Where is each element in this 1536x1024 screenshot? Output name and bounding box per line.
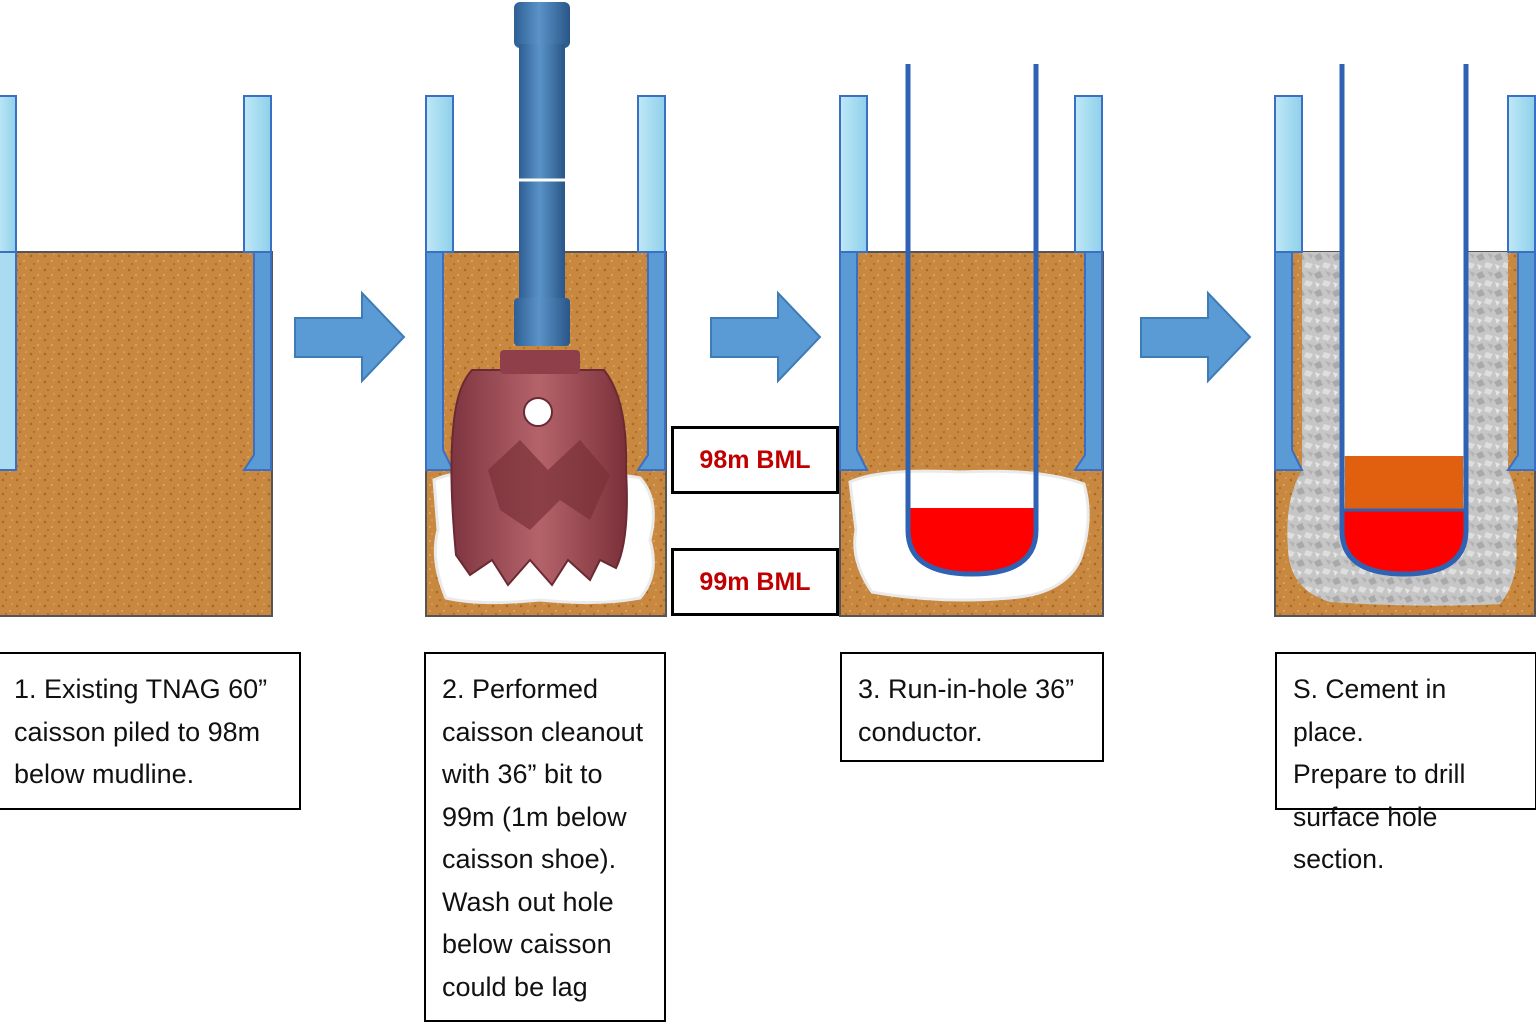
- arrow-right-icon: [1140, 290, 1252, 384]
- step-3-caption: 3. Run-in-hole 36” conductor.: [840, 652, 1104, 762]
- conductor-pipe: [1339, 64, 1469, 577]
- caisson-shoe-left: [425, 251, 455, 471]
- caisson-wall-right: [637, 95, 666, 253]
- conductor-shoe: [1342, 510, 1466, 574]
- caisson-wall-left: [425, 95, 454, 253]
- arrow-right-icon: [710, 290, 822, 384]
- caisson-wall-left: [1274, 95, 1303, 253]
- step-1-panel: [0, 95, 273, 617]
- caisson-shoe-right: [1506, 251, 1536, 471]
- conductor-bore: [1342, 64, 1466, 456]
- step-2-panel: [425, 2, 667, 617]
- step-3-panel: [839, 64, 1104, 617]
- caisson-wall-right: [243, 95, 272, 253]
- drill-pipe-top: [514, 2, 570, 48]
- depth-label-99m: 99m BML: [671, 548, 839, 616]
- conductor-pipe: [905, 64, 1039, 577]
- caisson-shoe-right: [1073, 251, 1103, 471]
- cement-plug: [1345, 456, 1463, 510]
- conductor-shoe: [908, 508, 1036, 574]
- depth-label-98m: 98m BML: [671, 426, 839, 494]
- step-4-panel: [1274, 64, 1536, 617]
- caisson-shoe-left: [1274, 251, 1304, 471]
- caisson-shoe-left: [839, 251, 869, 471]
- bit-nozzle: [523, 397, 553, 427]
- caisson-wall-left-lower: [0, 251, 17, 471]
- soil-block: [0, 251, 273, 617]
- bit-sub: [514, 298, 570, 346]
- caisson-shoe-right: [636, 251, 666, 471]
- step-4-caption: S. Cement in place. Prepare to drill sur…: [1275, 652, 1536, 874]
- caisson-wall-left: [0, 95, 17, 253]
- arrow-right-icon: [294, 290, 406, 384]
- step-1-caption: 1. Existing TNAG 60” caisson piled to 98…: [0, 652, 301, 810]
- step-2-caption: 2. Performed caisson cleanout with 36” b…: [424, 652, 666, 1022]
- drill-pipe: [519, 44, 565, 302]
- bit-cones: [488, 440, 610, 530]
- caisson-wall-left: [839, 95, 868, 253]
- bit-shank: [500, 350, 580, 374]
- caisson-wall-right: [1507, 95, 1536, 253]
- caisson-wall-right: [1074, 95, 1103, 253]
- caisson-shoe-right: [242, 251, 272, 471]
